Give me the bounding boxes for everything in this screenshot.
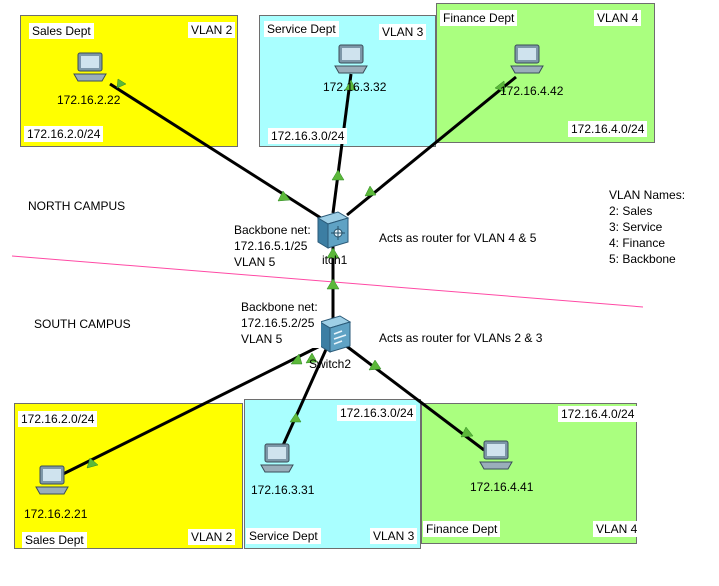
link-light-icon (364, 185, 377, 197)
link-light-icon (86, 457, 99, 469)
switch1-backbone-ip: 172.16.5.1/25 (234, 239, 308, 253)
link-light-icon (460, 426, 474, 438)
vlan-name-item: 2: Sales (609, 204, 653, 218)
switch2-note: Acts as router for VLANs 2 & 3 (376, 330, 546, 346)
link-south-finance (344, 343, 485, 452)
north-sales-pc-ip: 172.16.2.22 (57, 93, 121, 107)
north-finance-dept-label: Finance Dept (440, 10, 518, 26)
link-light-icon (277, 190, 291, 202)
link-light-icon (368, 359, 382, 371)
pc-north-sales-icon[interactable] (72, 52, 108, 82)
campus-divider (11, 255, 644, 308)
south-finance-zone (421, 403, 637, 544)
switch1-backbone-info: Backbone net: 172.16.5.1/25 VLAN 5 (231, 221, 314, 271)
vlan-names-title: VLAN Names: (609, 188, 686, 202)
north-sales-dept-label: Sales Dept (29, 23, 94, 39)
pc-north-finance-icon[interactable] (509, 44, 545, 74)
switch2-backbone-vlan: VLAN 5 (241, 332, 283, 346)
pc-north-service-icon[interactable] (333, 44, 369, 74)
switch1-backbone-title: Backbone net: (234, 223, 311, 237)
link-north-sales (109, 82, 325, 222)
vlan-names-legend: VLAN Names: 2: Sales 3: Service 4: Finan… (606, 186, 689, 268)
south-finance-vlan-label: VLAN 4 (593, 521, 641, 537)
north-finance-zone (436, 3, 655, 143)
link-light-icon (116, 78, 127, 89)
link-light-icon (305, 352, 318, 364)
pc-south-service-icon[interactable] (259, 443, 295, 473)
link-light-icon (344, 79, 357, 91)
south-finance-dept-label: Finance Dept (423, 521, 501, 537)
switch2-backbone-ip: 172.16.5.2/25 (241, 316, 315, 330)
south-service-vlan-label: VLAN 3 (370, 528, 418, 544)
vlan-name-item: 3: Service (609, 220, 663, 234)
south-sales-subnet: 172.16.2.0/24 (18, 411, 98, 427)
north-finance-subnet: 172.16.4.0/24 (568, 121, 648, 137)
north-service-dept-label: Service Dept (264, 21, 339, 37)
south-service-zone (244, 399, 421, 549)
switch1-backbone-vlan: VLAN 5 (234, 255, 276, 269)
south-campus-label: SOUTH CAMPUS (34, 317, 131, 331)
link-light-icon (289, 412, 302, 423)
north-service-subnet: 172.16.3.0/24 (268, 128, 348, 144)
link-north-finance (346, 75, 517, 217)
switch1-icon[interactable] (314, 210, 350, 250)
switch2-backbone-info: Backbone net: 172.16.5.2/25 VLAN 5 (238, 298, 321, 348)
south-sales-dept-label: Sales Dept (22, 532, 87, 548)
switch2-label: Switch2 (309, 357, 352, 371)
north-service-vlan-label: VLAN 3 (379, 24, 427, 40)
vlan-name-item: 5: Backbone (609, 252, 676, 266)
south-finance-subnet: 172.16.4.0/24 (558, 406, 638, 422)
link-light-icon (326, 278, 340, 290)
north-finance-pc-ip: 172.16.4.42 (500, 84, 564, 98)
north-finance-vlan-label: VLAN 4 (594, 10, 642, 26)
pc-south-finance-icon[interactable] (478, 440, 514, 470)
link-south-service (274, 344, 330, 462)
south-service-subnet: 172.16.3.0/24 (337, 405, 417, 421)
link-south-sales (52, 343, 323, 481)
switch1-note: Acts as router for VLAN 4 & 5 (376, 230, 540, 246)
south-service-dept-label: Service Dept (246, 528, 321, 544)
switch1-label: itch1 (322, 253, 348, 267)
north-service-pc-ip: 172.16.3.32 (323, 80, 387, 94)
link-light-icon (494, 80, 506, 93)
switch2-icon[interactable] (316, 314, 352, 354)
north-campus-label: NORTH CAMPUS (28, 199, 126, 213)
link-light-icon (326, 247, 340, 259)
north-sales-vlan-label: VLAN 2 (188, 22, 236, 38)
link-light-icon (331, 169, 345, 181)
south-service-pc-ip: 172.16.3.31 (251, 483, 315, 497)
switch2-backbone-title: Backbone net: (241, 300, 318, 314)
link-light-icon (290, 353, 303, 365)
vlan-name-item: 4: Finance (609, 236, 666, 250)
pc-south-sales-icon[interactable] (34, 465, 70, 495)
south-finance-pc-ip: 172.16.4.41 (470, 480, 534, 494)
south-sales-vlan-label: VLAN 2 (188, 529, 236, 545)
south-sales-pc-ip: 172.16.2.21 (24, 507, 88, 521)
north-sales-subnet: 172.16.2.0/24 (24, 126, 104, 142)
